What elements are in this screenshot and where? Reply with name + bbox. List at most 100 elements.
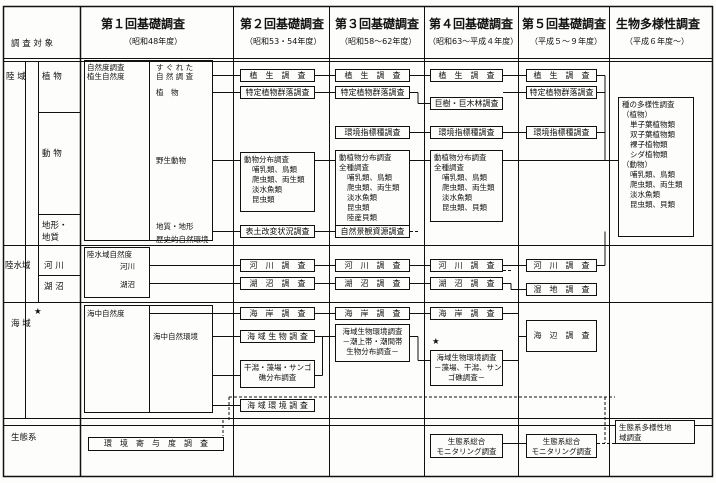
s3-animals-box: 動植物分布調査 全種調査 哺乳類、鳥類 爬虫類、両生類 淡水魚類 昆虫類 陸産貝… [335, 150, 410, 230]
s4-eco-1: モニタリング調査 [436, 447, 497, 456]
s5-eco-1: モニタリング調査 [531, 447, 592, 456]
s1-seaenv: 海中自然環境 [153, 332, 198, 341]
s4-marine-box: 海域生物環境調査 －藻場、干潟、サン ゴ礁調査－ [430, 350, 503, 386]
s4-indicator-box: 環境指標種調査 [430, 126, 503, 139]
s6-species-6: （動物） [622, 160, 652, 169]
s1-wild: 野生動物 [156, 156, 186, 165]
s2-tidal-1: 礁分布調査 [258, 373, 297, 382]
s4-animals-0: 動植物分布調査 [434, 153, 487, 162]
s6-species-5: シダ植物類 [630, 150, 668, 159]
s4-animals-2: 哺乳類、鳥類 [442, 173, 487, 182]
s6-species-7: 哺乳類、鳥類 [630, 170, 675, 179]
s3-veg-box: 植 生 調 査 [335, 69, 410, 82]
s1-nature-2: 植生自然度 [87, 72, 125, 81]
s2-spec-box: 特定植物群落調査 [240, 86, 315, 99]
s4-lake-box: 湖 沼 調 査 [430, 277, 503, 290]
table-frame [2, 5, 714, 478]
row-animals: 動 物 [42, 149, 62, 159]
s2-tidal-box: 干潟・藻場・サンゴ 礁分布調査 [240, 360, 315, 388]
header-stage6-sub: （平成６年度～） [625, 37, 689, 46]
s3-animals-6: 陸産貝類 [347, 213, 377, 222]
s2-animals-0: 動物分布調査 [244, 155, 289, 164]
s4-veg-box: 植 生 調 査 [430, 69, 503, 82]
s2-river-box: 河 川 調 査 [240, 259, 315, 272]
s2-veg-box: 植 生 調 査 [240, 69, 315, 82]
s3-animals-1: 全種調査 [339, 163, 369, 172]
s5-spec-box: 特定植物群落調査 [526, 86, 597, 99]
row-sea-star: ★ [34, 307, 42, 317]
header-stage2-sub: （昭和53・54年度） [245, 37, 322, 46]
row-lake: 湖 沼 [44, 282, 64, 292]
s5-indicator-box: 環境指標種調査 [526, 126, 597, 139]
s2-animals-3: 淡水魚類 [252, 185, 282, 194]
s2-marine-box: 海 域 生 物 調 査 [240, 330, 315, 343]
s2-tidal-0: 干潟・藻場・サンゴ [244, 363, 312, 372]
s3-animals-4: 淡水魚類 [347, 193, 377, 202]
s1-sugureta-2: 自 然 調 査 [156, 72, 194, 81]
s1-geo-1: 地質・地形 [156, 222, 194, 231]
s1-env-box: 環 境 寄 与 度 調 査 [88, 437, 224, 451]
header-stage2-title: 第２回基礎調査 [240, 17, 325, 31]
s2-animals-2: 爬虫類、両生類 [252, 175, 305, 184]
row-plants: 植 物 [42, 72, 62, 82]
s3-animals-2: 哺乳類、鳥類 [347, 173, 392, 182]
s3-marine-2: 生物分布調査－ [346, 347, 399, 356]
header-stage3-sub: （昭和58～62年度） [340, 37, 417, 46]
s4-animals-4: 淡水魚類 [442, 193, 472, 202]
row-sea: 海 域 [11, 319, 31, 329]
s3-indicator-box: 環境指標種調査 [335, 126, 410, 139]
s3-river-box: 河 川 調 査 [335, 259, 410, 272]
s1-plants: 植 物 [156, 88, 179, 97]
s3-spec-box: 特定植物群落調査 [335, 86, 410, 99]
header-stage1-title: 第１回基礎調査 [101, 17, 186, 31]
s5-eco-box: 生態系総合 モニタリング調査 [526, 434, 597, 458]
s4-eco-0: 生態系総合 [447, 437, 486, 446]
s5-eco-0: 生態系総合 [542, 437, 581, 446]
s6-species-1: （植物） [622, 110, 652, 119]
s1-inland: 陸水域自然度 [87, 250, 132, 259]
s4-animals-5: 昆虫類、貝類 [442, 203, 487, 212]
s1-river: 河川 [120, 262, 135, 271]
row-geo-2: 地質 [42, 233, 60, 243]
s4-marine-0: 海域生物環境調査 [436, 353, 497, 362]
s6-eco-1: 域調査 [619, 433, 642, 442]
s6-species-3: 双子葉植物類 [630, 130, 675, 139]
s6-species-2: 単子葉植物類 [630, 120, 675, 129]
s6-species-9: 淡水魚類 [630, 190, 660, 199]
row-eco: 生態系 [11, 433, 37, 443]
s5-wetland-box: 湿 地 調 査 [526, 283, 597, 296]
s4-river-box: 河 川 調 査 [430, 259, 503, 272]
s3-marine-0: 海域生物環境調査 [342, 327, 403, 336]
header-stage3-title: 第３回基礎調査 [335, 17, 420, 31]
s3-animals-0: 動植物分布調査 [339, 153, 392, 162]
s6-species-0: 種の多様性調査 [622, 100, 675, 109]
s1-nature-1: 自然度調査 [87, 63, 125, 72]
header-stage5-sub: （平成５～９年度） [530, 37, 602, 46]
s5-veg-box: 植 生 調 査 [526, 69, 597, 82]
s4-coast-box: 海 岸 調 査 [430, 307, 503, 320]
s4-eco-box: 生態系総合 モニタリング調査 [430, 434, 503, 458]
header-stage6-title: 生物多様性調査 [616, 17, 701, 31]
s3-marine-1: －潮上帯・潮間帯 [342, 337, 403, 346]
s3-animals-5: 昆虫類 [347, 203, 370, 212]
s4-animals-3: 爬虫類、両生類 [442, 183, 495, 192]
s2-animals-1: 哺乳類、鳥類 [252, 165, 297, 174]
s1-sugureta-1: す ぐ れ た [156, 63, 194, 72]
s4-star: ★ [432, 337, 440, 347]
s4-giant-box: 巨樹・巨木林調査 [430, 97, 503, 110]
s5-river-box: 河 川 調 査 [526, 259, 597, 272]
row-inland: 陸水域 [5, 261, 31, 271]
row-river: 河 川 [44, 261, 64, 271]
s2-coast-box: 海 岸 調 査 [240, 307, 315, 320]
header-stage5-title: 第５回基礎調査 [522, 17, 607, 31]
s2-soil-box: 表土改変状況調査 [240, 225, 315, 238]
s4-animals-box: 動植物分布調査 全種調査 哺乳類、鳥類 爬虫類、両生類 淡水魚類 昆虫類、貝類 [430, 150, 503, 222]
header-subject: 調 査 対 象 [11, 39, 54, 49]
s4-marine-1: －藻場、干潟、サン [434, 363, 502, 372]
s5-shore-box: 海 辺 調 査 [526, 320, 597, 352]
s3-lake-box: 湖 沼 調 査 [335, 277, 410, 290]
s4-animals-1: 全種調査 [434, 163, 464, 172]
s1-geo-2: 歴史的自然環境 [156, 235, 209, 244]
s6-species-box: 種の多様性調査 （植物） 単子葉植物類 双子葉植物類 裸子植物類 シダ植物類 （… [618, 97, 694, 237]
